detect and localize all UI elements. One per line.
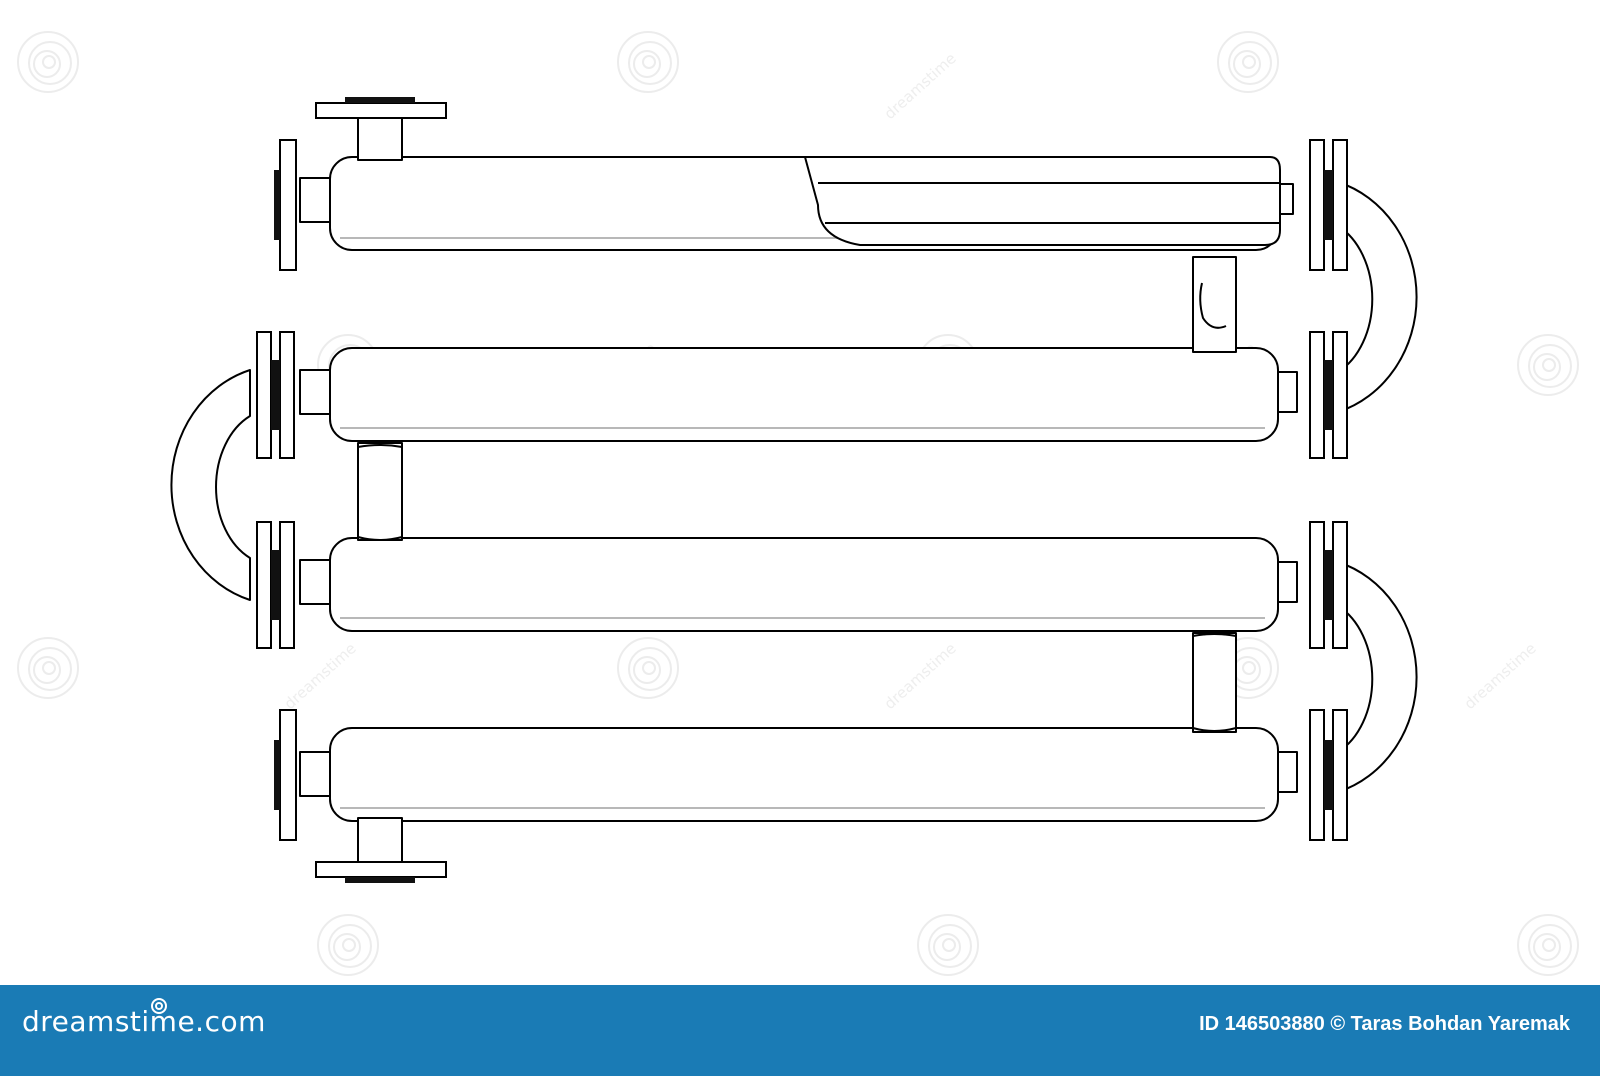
u-bend-right-bottom bbox=[1337, 561, 1418, 793]
outlet-nozzle-bottom bbox=[315, 817, 447, 883]
left-end-flange-shell-4 bbox=[274, 709, 297, 841]
shell-1 bbox=[299, 156, 1294, 251]
watermark-text-1: dreamstime bbox=[881, 49, 960, 123]
shell-4 bbox=[299, 727, 1298, 822]
left-flange-pair-shell-2 bbox=[256, 331, 295, 459]
image-credit: ID 146503880 © Taras Bohdan Yaremak bbox=[1199, 1013, 1570, 1035]
right-flange-pair-shell-4 bbox=[1309, 709, 1348, 841]
connector-1-2 bbox=[1192, 256, 1237, 353]
brand-logo-text[interactable]: dreamstime.com bbox=[22, 1005, 266, 1038]
right-flange-pair-shell-1 bbox=[1309, 139, 1348, 271]
u-bend-right-top bbox=[1337, 181, 1418, 413]
shell-3 bbox=[299, 537, 1298, 632]
right-flange-pair-shell-2 bbox=[1309, 331, 1348, 459]
left-flange-pair-shell-3 bbox=[256, 521, 295, 649]
watermark-text-6: dreamstime bbox=[1461, 639, 1540, 713]
footer-bar: dreamstime.com ID 146503880 © Taras Bohd… bbox=[0, 985, 1600, 1076]
right-flange-pair-shell-3 bbox=[1309, 521, 1348, 649]
shell-2 bbox=[299, 347, 1298, 442]
spiral-logo-icon bbox=[151, 998, 167, 1014]
connector-3-4 bbox=[1192, 632, 1237, 733]
left-end-flange-shell-1 bbox=[274, 139, 297, 271]
heat-exchanger-diagram: dreamstime dreamstime dreamstime dreamst… bbox=[17, 31, 1579, 976]
connector-2-3 bbox=[357, 442, 403, 541]
inlet-nozzle-top bbox=[315, 97, 447, 161]
u-bend-left bbox=[170, 369, 251, 601]
watermark-text-5: dreamstime bbox=[281, 639, 360, 713]
watermark-text-4: dreamstime bbox=[881, 639, 960, 713]
